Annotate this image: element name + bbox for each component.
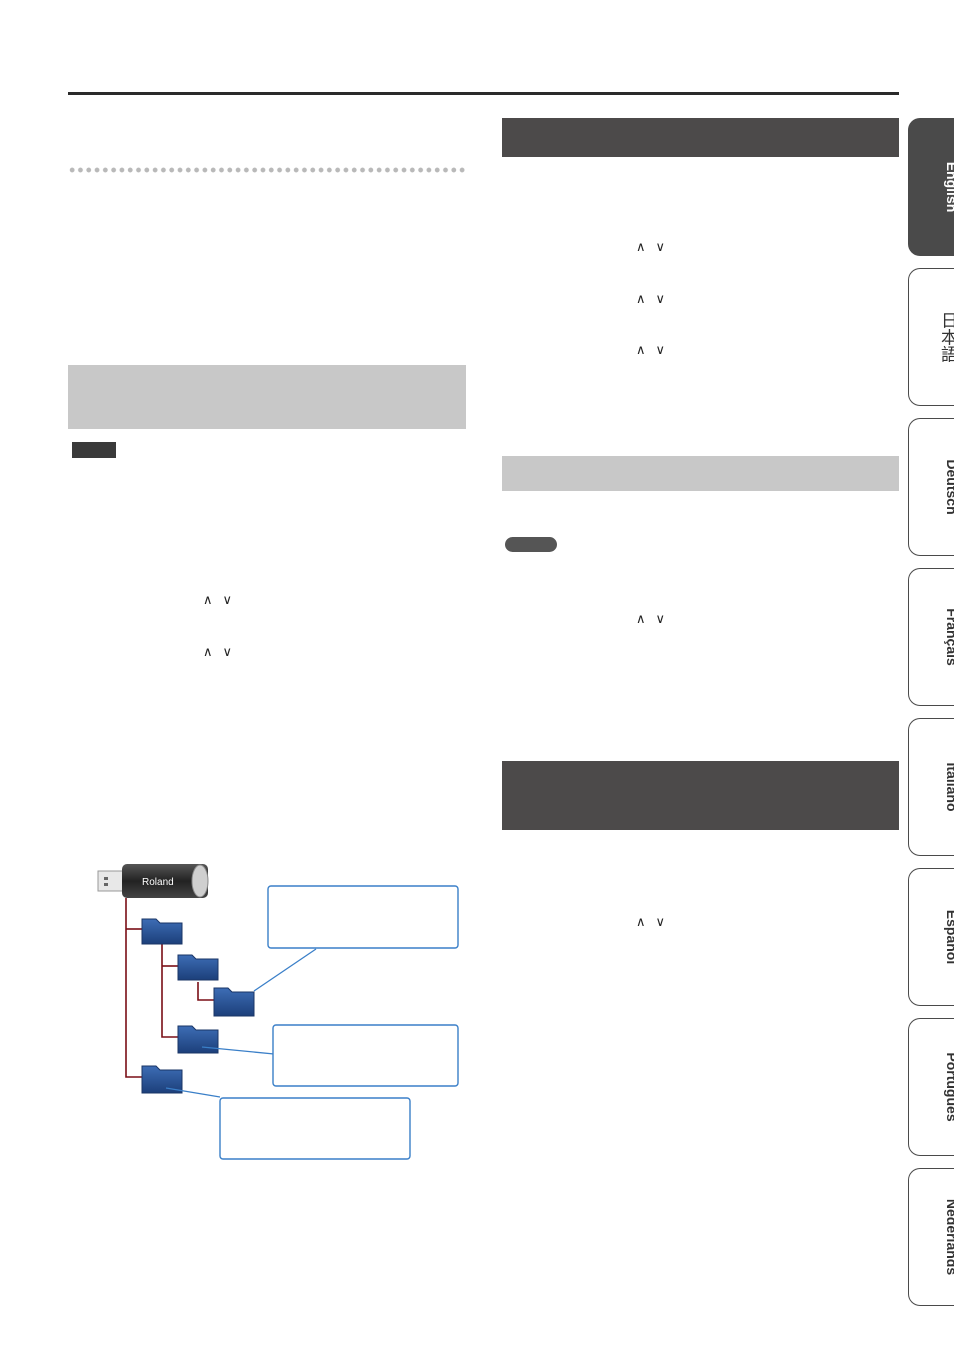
tab-espanol[interactable]: Español [908, 868, 954, 1006]
tab-label: Português [944, 1052, 954, 1122]
up-arrow-icon: ∧ [636, 915, 656, 930]
usb-brand-label: Roland [142, 877, 174, 888]
down-arrow-icon: ∨ [222, 593, 243, 608]
down-arrow-icon: ∨ [655, 343, 676, 358]
subsection-heading-bar [502, 456, 899, 491]
section-heading-bar-2 [502, 761, 899, 830]
up-arrow-icon: ∧ [203, 645, 223, 660]
tab-label: English [944, 161, 954, 213]
folder-icon [141, 918, 183, 945]
up-down-arrows: ∧∨ [636, 613, 675, 627]
tab-label: Español [944, 909, 954, 965]
up-down-arrows: ∧∨ [636, 344, 675, 358]
tab-italiano[interactable]: Italiano [908, 718, 954, 856]
up-arrow-icon: ∧ [636, 240, 656, 255]
tab-label: Deutsch [944, 459, 954, 515]
tab-deutsch[interactable]: Deutsch [908, 418, 954, 556]
callout-box [267, 885, 459, 949]
down-arrow-icon: ∨ [655, 292, 676, 307]
up-arrow-icon: ∧ [203, 593, 223, 608]
tab-label: Italiano [944, 762, 954, 812]
header-rule [68, 92, 899, 95]
up-arrow-icon: ∧ [636, 612, 656, 627]
note-label-box [72, 442, 116, 458]
tab-nederlands[interactable]: Nederlands [908, 1168, 954, 1306]
up-down-arrows: ∧∨ [203, 594, 242, 608]
down-arrow-icon: ∨ [222, 645, 243, 660]
up-down-arrows: ∧∨ [203, 646, 242, 660]
up-arrow-icon: ∧ [636, 292, 656, 307]
tab-label: Nederlands [944, 1198, 954, 1276]
dotted-divider [68, 167, 466, 173]
folder-tree-lines [125, 898, 214, 1078]
memo-label-pill [505, 537, 557, 552]
tab-portugues[interactable]: Português [908, 1018, 954, 1156]
folder-icon [141, 1065, 183, 1094]
callout-pointers [165, 948, 317, 1098]
section-heading-bar-1 [502, 118, 899, 157]
usb-memory-icon: Roland [97, 864, 209, 898]
usb-folder-diagram: Roland [97, 864, 459, 1160]
tab-francais[interactable]: Français [908, 568, 954, 706]
folder-icon [177, 1025, 219, 1054]
tab-label: 日本語 [938, 311, 954, 363]
tab-japanese[interactable]: 日本語 [908, 268, 954, 406]
up-down-arrows: ∧∨ [636, 916, 675, 930]
callout-box [272, 1024, 459, 1087]
up-down-arrows: ∧∨ [636, 241, 675, 255]
down-arrow-icon: ∨ [655, 240, 676, 255]
callout-box [219, 1097, 411, 1160]
down-arrow-icon: ∨ [655, 612, 676, 627]
down-arrow-icon: ∨ [655, 915, 676, 930]
up-down-arrows: ∧∨ [636, 293, 675, 307]
folder-icon [177, 954, 219, 981]
up-arrow-icon: ∧ [636, 343, 656, 358]
folder-icon [213, 987, 255, 1017]
section-heading-bar-left [68, 365, 466, 429]
tab-label: Français [944, 608, 954, 666]
tab-english[interactable]: English [908, 118, 954, 256]
